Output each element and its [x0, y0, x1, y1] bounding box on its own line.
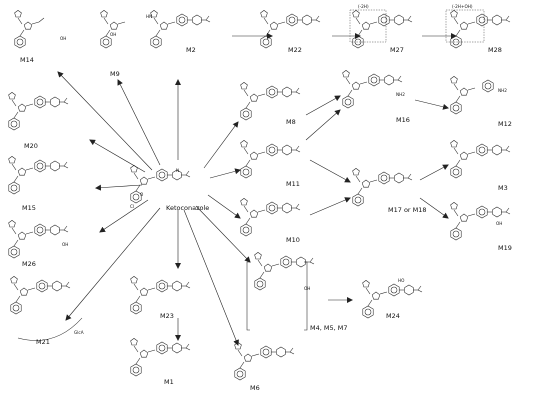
arrow-to-m4m5m7: [195, 205, 251, 263]
structure-m14: [15, 10, 45, 48]
arrow-m17-m3: [419, 164, 449, 181]
atom-oh-m19: OH: [496, 221, 502, 226]
arrow-to-m11: [209, 168, 241, 179]
label-m17-m18: M17 or M18: [388, 206, 427, 214]
structure-m3: [451, 140, 510, 178]
structure-m11: [241, 140, 300, 178]
arrow-to-m14: [57, 71, 153, 171]
structures: [9, 9, 510, 380]
structure-m2: [151, 10, 210, 48]
label-m26: M26: [22, 260, 36, 268]
structure-m23: [131, 276, 190, 314]
label-ketoconazole: Ketoconazole: [166, 204, 209, 212]
atom-labels: N O Cl OH OH HN NH2 NH2 OH OH HO OH: [60, 14, 507, 291]
labels: Ketoconazole M14 M9 M2 M22 M27 M28 M20 M…: [20, 4, 512, 392]
structure-m26: [9, 220, 68, 258]
label-m6: M6: [250, 384, 260, 392]
label-m4-m5-m7: M4, M5, M7: [310, 324, 348, 332]
structure-m10: [241, 198, 300, 236]
structure-m1: [131, 338, 190, 376]
label-m23: M23: [160, 312, 174, 320]
label-m27-box: (-2H): [358, 4, 369, 9]
arrow-to-m9: [117, 79, 161, 166]
bracket-right: [304, 261, 308, 331]
arrows: [57, 33, 457, 346]
arrow-m17-m19: [419, 197, 449, 219]
bracket-left: [246, 261, 250, 331]
structure-m16: [343, 70, 402, 108]
label-m2: M2: [186, 46, 196, 54]
m27-dashed-box: [349, 9, 387, 43]
arrow-m11-m16: [305, 109, 341, 141]
label-m28: M28: [488, 46, 502, 54]
atom-hn-m2: HN: [146, 14, 152, 19]
atom-oh-m9: OH: [110, 32, 116, 37]
label-m3: M3: [498, 184, 508, 192]
structure-m20: [9, 92, 68, 130]
label-m21: M21: [36, 338, 50, 346]
atom-oh-m4: OH: [304, 286, 310, 291]
label-m10: M10: [286, 236, 300, 244]
label-m15: M15: [22, 204, 36, 212]
arrow-to-m6: [183, 209, 239, 346]
arrow-to-m15: [95, 184, 143, 191]
label-m8: M8: [286, 118, 296, 126]
arrow-m11-m17: [309, 159, 351, 183]
label-m19: M19: [498, 244, 512, 252]
label-m12: M12: [498, 120, 512, 128]
label-m11: M11: [286, 180, 300, 188]
structure-m22: [261, 10, 320, 48]
label-m28-box: (-2H+OH): [452, 4, 473, 9]
label-m27: M27: [390, 46, 404, 54]
label-m9: M9: [110, 70, 120, 78]
label-m16: M16: [396, 116, 410, 124]
label-m20: M20: [24, 142, 38, 150]
structure-m17-m18: [353, 168, 412, 206]
label-m14: M14: [20, 56, 34, 64]
structure-m8: [241, 82, 300, 120]
atom-nh2-m12: NH2: [498, 88, 507, 93]
label-m1: M1: [164, 378, 174, 386]
structure-m12: [451, 76, 494, 114]
arrow-to-m8: [203, 121, 239, 169]
arrow-m8-m16: [305, 95, 341, 116]
atom-oh-m14: OH: [60, 36, 66, 41]
structure-m15: [9, 156, 68, 194]
m28-dashed-box: [445, 9, 485, 43]
label-m24: M24: [386, 312, 400, 320]
atom-ho-m24: HO: [398, 278, 405, 283]
label-m22: M22: [288, 46, 302, 54]
glca-curve: [17, 317, 83, 341]
structure-m21: [11, 276, 70, 314]
structure-m4-m5-m7: [255, 252, 314, 290]
arrow-to-m21: [65, 207, 161, 321]
arrow-m10-m17: [309, 197, 351, 216]
arrow-m16-m12: [414, 99, 449, 110]
structure-m27: [353, 10, 412, 48]
structure-m6: [235, 342, 294, 380]
arrow-to-m10: [207, 194, 241, 219]
atom-o-center: O: [140, 192, 144, 197]
label-glca: GlcA: [74, 330, 84, 335]
arrow-to-m26: [99, 199, 149, 233]
atom-nh2-m16: NH2: [396, 92, 405, 97]
structure-m28: [451, 10, 510, 48]
atom-n-center: N: [176, 168, 179, 173]
structure-m9: [101, 10, 125, 48]
atom-cl-center: Cl: [130, 204, 134, 209]
atom-oh-m26: OH: [62, 242, 68, 247]
structure-ketoconazole: [131, 165, 190, 203]
